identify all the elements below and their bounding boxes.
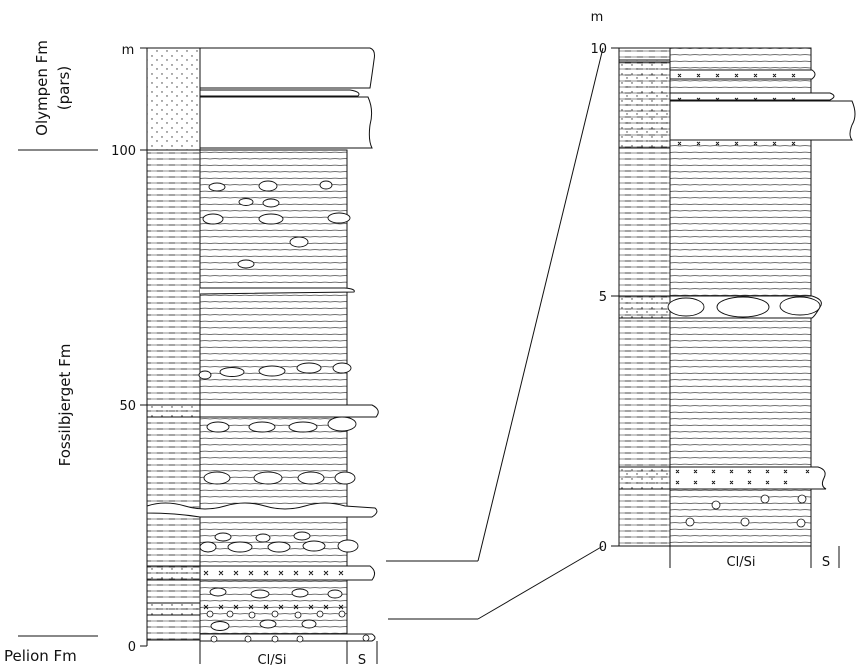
- left-axis-unit: m: [122, 43, 135, 58]
- right-grain-label-clay-silt: Cl/Si: [727, 555, 756, 570]
- right-symbol-sand-1m: [619, 467, 670, 489]
- right-symbol-sand-5m: [619, 296, 670, 318]
- left-bed-base: [200, 634, 375, 641]
- left-symbol-sand-bed-16m: [147, 566, 200, 580]
- formation-label-olympen-note: (pars): [55, 66, 73, 110]
- right-grain-label-sand: S: [822, 555, 830, 570]
- right-axis-ticks: [611, 48, 619, 546]
- left-bed-29m-wavy: [147, 503, 377, 517]
- right-concretions-5m: [668, 297, 820, 317]
- left-symbol-column-sandstone-top: [147, 48, 200, 150]
- formation-label-pelion: Pelion Fm: [4, 647, 77, 665]
- right-log: m 10 5 0 Cl/Si S: [590, 10, 855, 570]
- left-sandstone-bed-lower: [200, 97, 372, 148]
- left-bed-50m: [200, 405, 378, 417]
- right-symbol-sand-top: [619, 60, 670, 148]
- left-grain-scale: [200, 641, 377, 664]
- left-symbol-sand-bed-8m: [147, 603, 200, 615]
- left-bed-16m: [200, 566, 375, 580]
- left-grain-label-sand: S: [358, 653, 366, 668]
- left-axis-tick-100: 100: [111, 144, 136, 159]
- right-axis-tick-0: 0: [599, 540, 607, 555]
- left-axis-tick-0: 0: [128, 640, 136, 655]
- left-log: m 100 50 0 Cl/Si S: [111, 43, 378, 668]
- left-sandstone-bed-thin: [200, 90, 359, 96]
- right-bed-top-3: [670, 101, 855, 140]
- formation-label-olympen: Olympen Fm: [33, 40, 51, 136]
- right-bed-top-2: [670, 93, 834, 100]
- left-axis-tick-50: 50: [119, 399, 136, 414]
- right-axis-unit: m: [591, 10, 604, 25]
- left-axis-ticks: [140, 48, 147, 646]
- left-symbol-sand-bed-50m: [147, 405, 200, 417]
- left-grain-label-clay-silt: Cl/Si: [258, 653, 287, 668]
- connector-line-upper-diag: [478, 48, 603, 561]
- formation-label-fossilbjerget: Fossilbjerget Fm: [56, 344, 74, 467]
- left-sandstone-bed-top: [200, 48, 375, 88]
- right-axis-tick-10: 10: [590, 42, 607, 57]
- right-axis-tick-5: 5: [599, 290, 607, 305]
- connector-line-lower-diag: [478, 546, 603, 619]
- right-bed-top-1: [670, 70, 815, 79]
